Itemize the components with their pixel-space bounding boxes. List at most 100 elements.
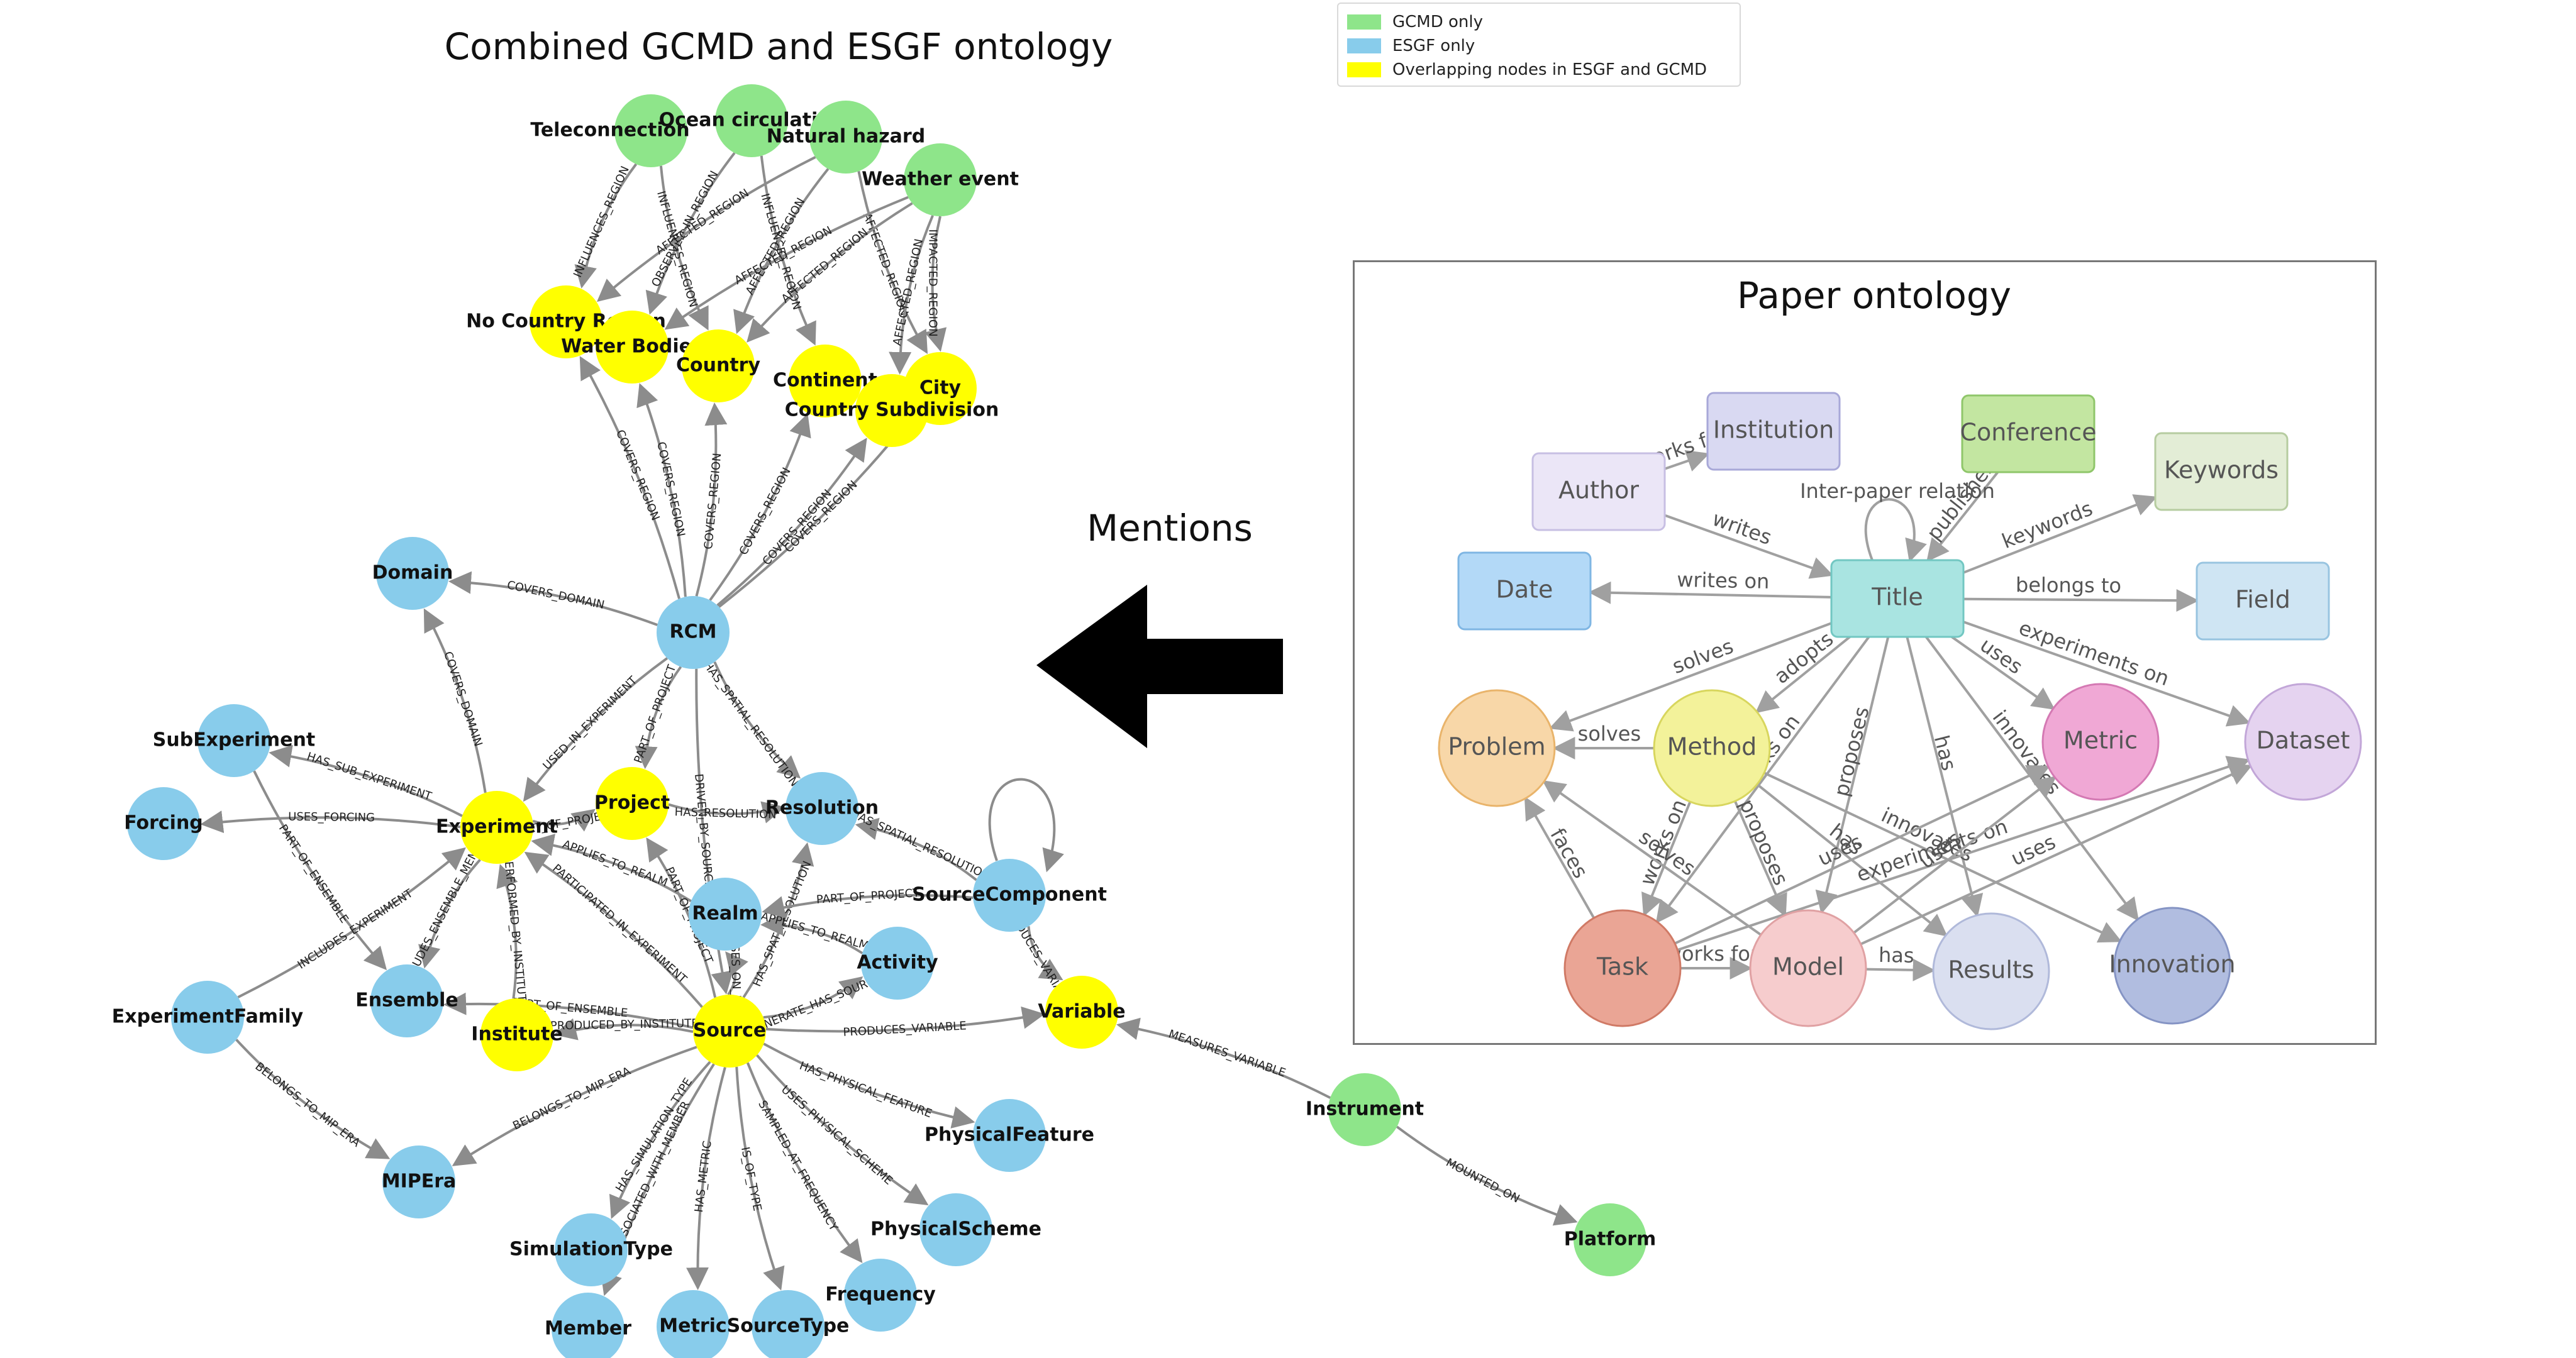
node-platform[interactable]: Platform: [1564, 1203, 1657, 1276]
node-country_subdivision[interactable]: Country Subdivision: [785, 374, 999, 447]
legend-swatch-overlap: [1347, 62, 1381, 77]
node-subexperiment[interactable]: SubExperiment: [153, 704, 316, 777]
node-natural_hazard[interactable]: Natural hazard: [767, 101, 925, 174]
edge-experiment-subexperiment: [269, 744, 463, 817]
paper-node-metric[interactable]: Metric: [2041, 683, 2160, 801]
legend-swatch-esgf: [1347, 38, 1381, 53]
node-label: Forcing: [124, 812, 203, 834]
paper-node-innovation[interactable]: Innovation: [2109, 907, 2236, 1025]
edge-label: COVERS_DOMAIN: [441, 650, 485, 748]
edge-experiment-forcing: [200, 810, 461, 834]
paper-node-problem[interactable]: Problem: [1438, 689, 1556, 807]
node-forcing[interactable]: Forcing: [124, 787, 203, 860]
edge-label: MEASURES_VARIABLE: [1167, 1027, 1287, 1080]
paper-node-label: Method: [1667, 733, 1757, 761]
edge-label: PRODUCES_VARIABLE: [843, 1019, 967, 1039]
node-member[interactable]: Member: [545, 1293, 631, 1358]
node-source[interactable]: Source: [693, 995, 767, 1068]
paper-node-results[interactable]: Results: [1932, 912, 2050, 1030]
node-label: SourceComponent: [912, 884, 1107, 906]
paper-edge-label: has: [1879, 943, 1914, 968]
edge-label: USED_IN_EXPERIMENT: [540, 673, 640, 773]
node-rcm[interactable]: RCM: [657, 596, 730, 669]
node-circle: [614, 94, 687, 167]
edge-experimentfamily-experiment: [237, 847, 466, 998]
node-ocean_circulation[interactable]: Ocean circulation: [659, 84, 845, 157]
edge-rcm-project: [635, 666, 682, 770]
paper-node-model[interactable]: Model: [1749, 909, 1867, 1027]
legend: GCMD only ESGF only Overlapping nodes in…: [1337, 3, 1741, 87]
node-variable[interactable]: Variable: [1038, 976, 1126, 1049]
edge-ocean_circulation-continent: [760, 155, 816, 346]
node-physicalfeature[interactable]: PhysicalFeature: [924, 1099, 1094, 1172]
node-metric[interactable]: Metric: [657, 1290, 730, 1358]
edge-rcm-no_country_region: [579, 356, 680, 599]
paper-node-label: Problem: [1448, 733, 1545, 761]
edge-label: PERFORMED_BY_INSTITUTE: [501, 854, 530, 1009]
paper-node-box: [1830, 559, 1965, 638]
edge-rcm-experiment: [523, 657, 669, 802]
edge-rcm-continent: [709, 413, 811, 601]
node-physicalscheme[interactable]: PhysicalScheme: [870, 1193, 1041, 1266]
node-experiment[interactable]: Experiment: [436, 791, 558, 864]
node-experimentfamily[interactable]: ExperimentFamily: [112, 981, 304, 1054]
node-circle: [480, 998, 553, 1071]
paper-edge-label: solves: [1578, 722, 1641, 746]
edge-source-simulationtype: [609, 1061, 711, 1219]
node-label: Source: [693, 1020, 767, 1042]
paper-edge-title-method: [1755, 636, 1851, 714]
edge-rcm-resolution: [713, 661, 801, 779]
paper-node-dataset[interactable]: Dataset: [2244, 683, 2362, 801]
node-continent[interactable]: Continent: [773, 345, 877, 417]
node-circle: [197, 704, 270, 777]
node-miperа[interactable]: MIPEra: [382, 1145, 457, 1218]
paper-node-author[interactable]: Author: [1531, 452, 1666, 531]
paper-node-title[interactable]: Title: [1830, 559, 1965, 638]
paper-node-conference[interactable]: Conference: [1960, 394, 2097, 473]
node-weather_event[interactable]: Weather event: [862, 143, 1019, 216]
node-resolution[interactable]: Resolution: [765, 772, 879, 845]
paper-node-task[interactable]: Task: [1563, 909, 1682, 1027]
node-project[interactable]: Project: [594, 767, 670, 840]
node-circle: [689, 878, 762, 951]
edge-label: HAS_RESOLUTION: [674, 805, 776, 821]
edge-source-physicalscheme: [756, 1054, 929, 1206]
paper-node-method[interactable]: Method: [1653, 689, 1771, 807]
paper-node-label: Author: [1558, 477, 1639, 504]
edge-label: PRODUCED_BY_INSTITUTE: [550, 1017, 699, 1032]
paper-node-date[interactable]: Date: [1457, 551, 1592, 631]
node-label: ExperimentFamily: [112, 1006, 304, 1028]
node-label: Member: [545, 1318, 631, 1340]
node-circle: [596, 767, 669, 840]
edge-ocean_circulation-water_bodies: [645, 152, 736, 315]
node-activity[interactable]: Activity: [857, 927, 938, 1000]
paper-edge-model-problem: [1542, 780, 1762, 936]
node-teleconnection[interactable]: Teleconnection: [530, 94, 690, 167]
node-country[interactable]: Country: [676, 329, 760, 402]
node-realm[interactable]: Realm: [689, 878, 762, 951]
paper-node-label: Model: [1772, 953, 1844, 981]
node-instrument[interactable]: Instrument: [1306, 1073, 1424, 1146]
node-label: City: [919, 377, 962, 399]
paper-node-institution[interactable]: Institution: [1706, 392, 1841, 471]
node-circle: [973, 859, 1046, 932]
node-sourcetype[interactable]: SourceType: [727, 1290, 850, 1358]
node-simulationtype[interactable]: SimulationType: [509, 1213, 673, 1286]
node-sourcecomponent[interactable]: SourceComponent: [912, 859, 1107, 932]
node-frequency[interactable]: Frequency: [825, 1259, 936, 1332]
edge-label: COVERS_REGION: [613, 428, 662, 522]
edge-label: MOUNTED_ON: [1444, 1156, 1522, 1206]
paper-node-keywords[interactable]: Keywords: [2154, 432, 2289, 511]
node-institute[interactable]: Institute: [471, 998, 563, 1071]
paper-ontology-frame: [1353, 260, 2377, 1045]
node-ensemble[interactable]: Ensemble: [355, 964, 458, 1037]
paper-edge-label: writes on: [1677, 568, 1770, 593]
paper-edge-title-task: [1655, 636, 1870, 924]
node-circle: [460, 791, 533, 864]
node-domain[interactable]: Domain: [372, 537, 453, 610]
paper-node-field[interactable]: Field: [2196, 561, 2330, 641]
edge-label: HAS_SUB_EXPERIMENT: [305, 750, 433, 803]
node-water_bodies[interactable]: Water Bodies: [561, 311, 703, 384]
paper-edge-method-task: [1641, 801, 1692, 917]
